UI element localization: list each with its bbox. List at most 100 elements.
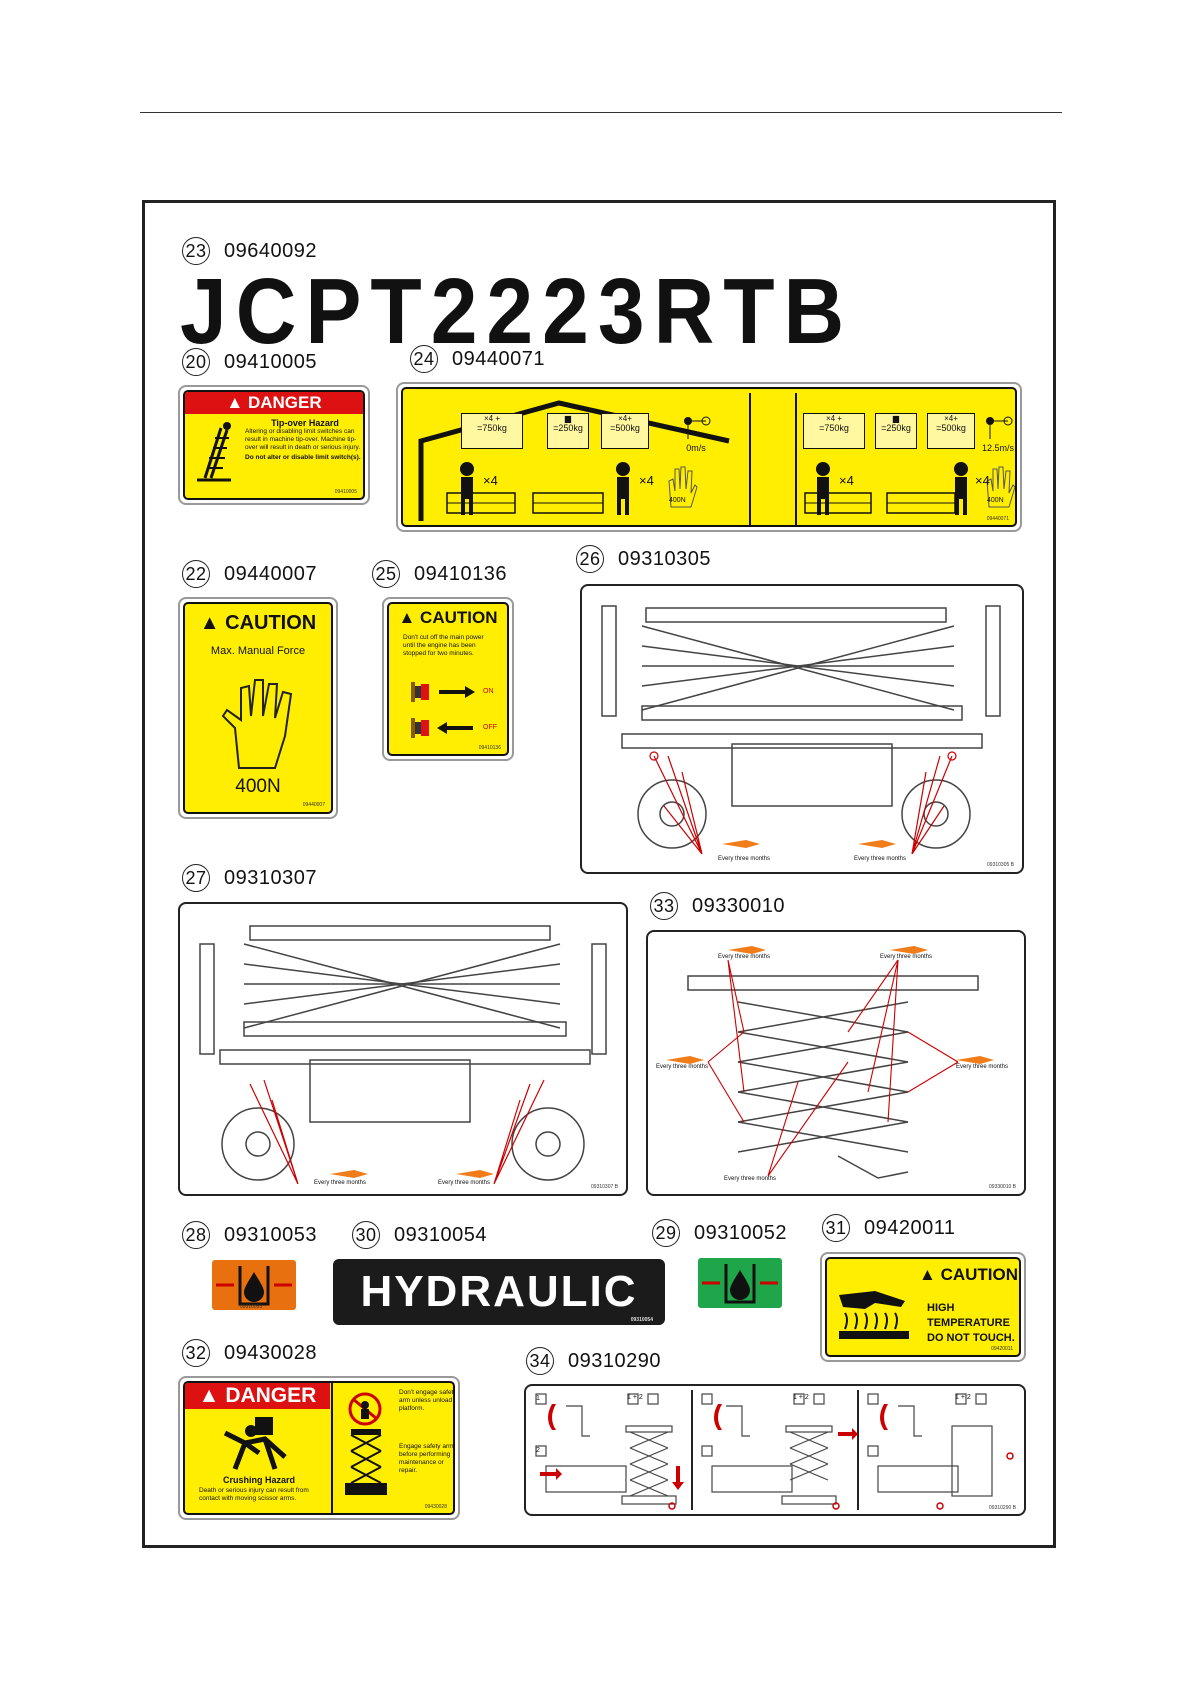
- part-code: 09410005: [224, 350, 317, 373]
- luggage-icon: ▆: [892, 414, 900, 423]
- decal-header: DANGER: [225, 1384, 317, 1407]
- decal-sheet-frame: [142, 200, 1056, 1548]
- warning-triangle-icon: ▲: [198, 1384, 220, 1407]
- decal-warning: Do not alter or disable limit switch(s).: [245, 454, 361, 462]
- wind-gauge-icon: [986, 416, 1013, 439]
- decal-line: DO NOT TOUCH.: [927, 1331, 1015, 1344]
- decal-code: 09310054: [630, 1317, 653, 1323]
- hand-force-icon: [668, 466, 698, 508]
- load-value: =500kg: [936, 423, 966, 433]
- decal-code: 09410136: [478, 745, 501, 751]
- luggage-icon: ▆: [564, 414, 572, 423]
- wind-speed-cell: 12.5m/s: [971, 411, 1015, 453]
- load-multiplier: ×4+: [944, 414, 958, 423]
- people-count: ×4: [839, 473, 854, 488]
- label-tag-27: 27 09310307: [182, 864, 317, 892]
- people-count: ×4: [975, 473, 990, 488]
- step-combo: 1 + 2: [627, 1394, 643, 1401]
- part-code: 09310054: [394, 1223, 487, 1246]
- step-number: 1: [536, 1395, 540, 1402]
- oil-drop-icon: [702, 1264, 778, 1304]
- force-value: 400N: [669, 497, 686, 504]
- maintenance-note: Every three months: [656, 1064, 709, 1070]
- step-number: 2: [536, 1447, 540, 1454]
- item-number: 34: [526, 1347, 554, 1375]
- label-tag-33: 33 09330010: [650, 892, 785, 920]
- warning-triangle-icon: ▲: [398, 608, 416, 627]
- decal-code: 09440071: [986, 516, 1009, 522]
- warning-triangle-icon: ▲: [919, 1265, 936, 1284]
- item-number: 31: [822, 1214, 850, 1242]
- wind-speed-cell: 0m/s: [661, 411, 731, 453]
- section-divider: [331, 1383, 333, 1513]
- force-value: 400N: [235, 776, 281, 797]
- scissor-lift-side-diagram: [601, 605, 1001, 855]
- part-code: 09310307: [224, 866, 317, 889]
- part-code: 09310052: [694, 1221, 787, 1244]
- load-value: =500kg: [610, 423, 640, 433]
- item-number: 23: [182, 237, 210, 265]
- step-combo: 1 + 2: [955, 1394, 971, 1401]
- workers-on-platform-icon: [804, 462, 968, 515]
- decal-tip-over-danger: ▲ DANGER Tip-over Hazard Altering or dis…: [178, 385, 370, 505]
- decal-hydraulic-oil-orange: 09310053: [212, 1260, 296, 1310]
- workers-on-platform-icon: [446, 462, 630, 515]
- item-number: 28: [182, 1221, 210, 1249]
- hot-surface-icon: [839, 1291, 909, 1339]
- decal-code: 09330010 B: [989, 1184, 1016, 1190]
- decal-code: 09440007: [302, 802, 325, 808]
- decal-header: CAUTION: [420, 608, 498, 627]
- load-total-cell: ×4 + =750kg: [461, 413, 523, 449]
- label-tag-24: 24 09440071: [410, 345, 545, 373]
- load-value: =250kg: [881, 423, 911, 433]
- scissor-stack-diagram: [666, 946, 994, 1179]
- wind-gauge-icon: [684, 416, 711, 439]
- item-number: 22: [182, 560, 210, 588]
- wind-value: 12.5m/s: [981, 443, 1014, 453]
- decal-line: HIGH: [927, 1302, 955, 1314]
- section-divider: [795, 393, 797, 525]
- part-code: 09410136: [414, 562, 507, 585]
- decal-header: DANGER: [247, 393, 322, 412]
- model-name-decal: JCPT2223RTB: [180, 259, 854, 363]
- load-total-cell: ×4 + =750kg: [803, 413, 865, 449]
- warning-triangle-icon: ▲: [226, 393, 244, 412]
- maintenance-note: Every three months: [314, 1180, 367, 1186]
- item-number: 32: [182, 1339, 210, 1367]
- part-code: 09640092: [224, 239, 317, 262]
- item-number: 26: [576, 545, 604, 573]
- decal-code: 09420011: [991, 1346, 1013, 1352]
- hand-force-icon: [986, 466, 1015, 508]
- decal-code: 09310053: [240, 1304, 263, 1310]
- label-tag-23: 23 09640092: [182, 237, 317, 265]
- maintenance-note: Every three months: [854, 856, 907, 862]
- decal-hydraulic-oil-green: [698, 1258, 782, 1308]
- item-number: 24: [410, 345, 438, 373]
- part-code: 09440071: [452, 347, 545, 370]
- decal-title: Crushing Hazard: [222, 1475, 295, 1485]
- decal-main-power-caution: ▲ CAUTION Don't cut off the main power u…: [382, 597, 514, 761]
- decal-code: 09430028: [424, 1504, 447, 1510]
- part-code: 09440007: [224, 562, 317, 585]
- label-tag-34: 34 09310290: [526, 1347, 661, 1375]
- load-value: =750kg: [819, 423, 849, 433]
- safety-arm-icon: [345, 1392, 387, 1495]
- decal-emergency-lowering: 1 2 1 + 2 1 + 2 1 + 2 09310290 B: [524, 1384, 1026, 1516]
- load-b-cell: ×4+ =500kg: [601, 413, 649, 449]
- power-switch-icon: [411, 682, 475, 738]
- diagram-grease-points-rear: Every three months Every three months 09…: [178, 902, 628, 1196]
- decal-code: 09310290 B: [989, 1505, 1016, 1511]
- diagram-grease-points-side: Every three months Every three months 09…: [580, 584, 1024, 874]
- decal-body: Altering or disabling limit switches can…: [245, 428, 361, 452]
- label-tag-29: 29 09310052: [652, 1219, 787, 1247]
- decal-code: 09410005: [334, 489, 357, 495]
- scissor-lift-rear-diagram: [199, 925, 607, 1185]
- item-number: 27: [182, 864, 210, 892]
- load-b-cell: ×4+ =500kg: [927, 413, 975, 449]
- decal-header: CAUTION: [225, 612, 317, 634]
- load-a-cell: ▆ =250kg: [547, 413, 589, 449]
- label-tag-31: 31 09420011: [822, 1214, 956, 1242]
- decal-line: TEMPERATURE: [927, 1316, 1010, 1329]
- part-code: 09420011: [864, 1216, 956, 1239]
- diagram-grease-points-scissor: Every three months Every three months Ev…: [646, 930, 1026, 1196]
